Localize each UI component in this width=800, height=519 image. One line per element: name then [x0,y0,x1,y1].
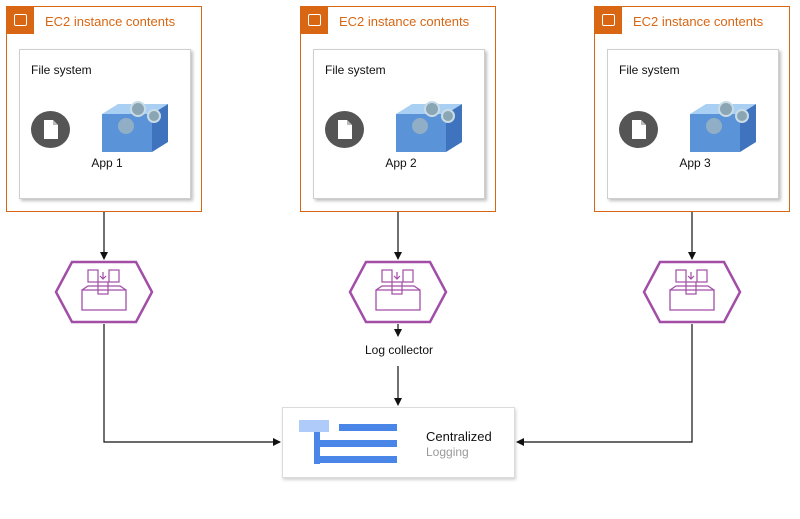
log-collector-label: Log collector [349,343,449,357]
ec2-instance-title: EC2 instance contents [45,14,176,29]
ec2-chip-icon [7,7,34,34]
application-icon [690,101,756,152]
log-collector-icon [348,260,448,324]
file-icon [325,111,364,148]
file-system-title: File system [325,63,386,77]
ec2-instance-3: EC2 instance contents File system App 3 [594,6,790,212]
file-icon [31,111,70,148]
ec2-instance-2: EC2 instance contents File system App 2 [300,6,496,212]
file-system-box: File system App 1 [19,49,191,199]
ec2-chip-icon [301,7,328,34]
centralized-logging-box: Centralized Logging [282,407,515,478]
app-label: App 3 [679,156,711,170]
logging-subtitle: Logging [426,445,469,459]
arrow-collector1-to-logging [103,324,281,446]
logging-icon [299,420,397,464]
file-system-title: File system [619,63,680,77]
file-system-box: File system App 2 [313,49,485,199]
file-icon [619,111,658,148]
app-label: App 1 [91,156,123,170]
logging-title: Centralized [426,429,492,444]
log-collector-icon [642,260,742,324]
application-icon [396,101,462,152]
app-label: App 2 [385,156,417,170]
ec2-instance-title: EC2 instance contents [633,14,764,29]
log-collector-icon [54,260,154,324]
file-system-title: File system [31,63,92,77]
ec2-instance-1: EC2 instance contents File system App 1 [6,6,202,212]
application-icon [102,101,168,152]
file-system-box: File system App 3 [607,49,779,199]
arrow-collector3-to-logging [516,324,693,446]
ec2-chip-icon [595,7,622,34]
ec2-instance-title: EC2 instance contents [339,14,470,29]
